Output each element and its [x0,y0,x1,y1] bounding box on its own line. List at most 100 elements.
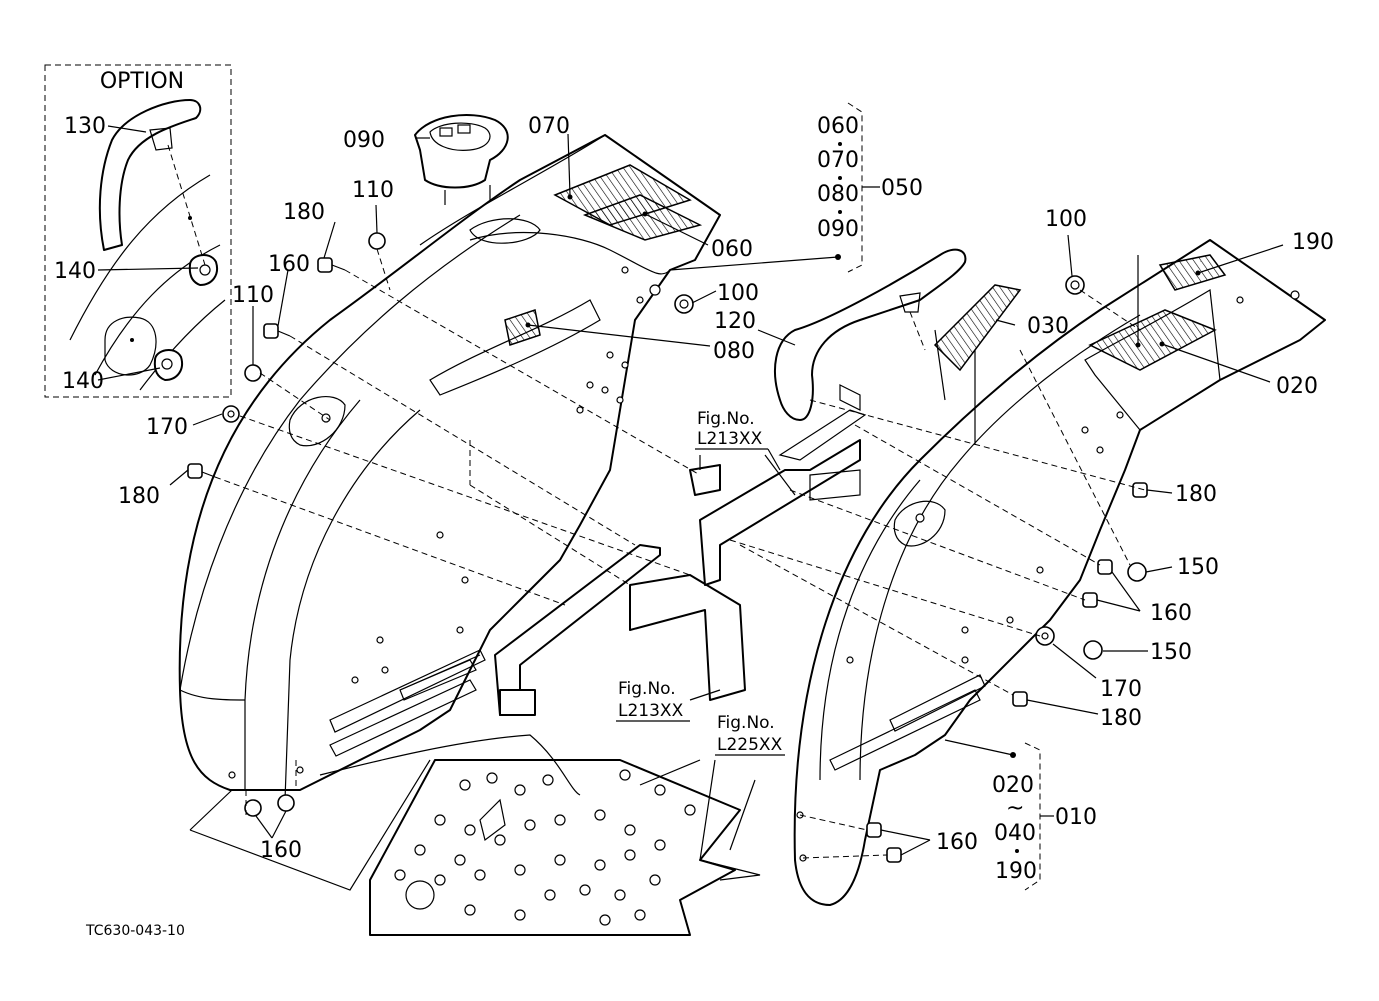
fig-ref-2-code: L213XX [618,701,684,721]
left-deck-edge [419,134,721,246]
option-box: OPTION 130 140 140 [44,64,232,398]
group-010-bracket [1024,742,1041,891]
option-box-border [44,64,232,398]
callout-160-left: 160 [268,252,310,277]
callout-110-lower: 110 [232,283,274,308]
right-slot-2 [829,689,981,771]
option-pocket [104,316,157,376]
callout-150-lower: 150 [1150,640,1192,665]
left-deck-line [469,232,671,275]
armrest-130-shape [98,99,202,251]
figure-reference-1: Fig.No. L213XX [695,409,781,471]
left-cup-recess [469,218,541,244]
callout-060: 060 [711,237,753,262]
plug-110-upper [368,232,386,250]
callout-100-left: 100 [717,281,759,306]
option-fender-arc-1 [69,174,211,341]
group-010-item-3: 190 [995,859,1037,884]
callout-100-right: 100 [1045,207,1087,232]
left-fender-holes [228,266,661,779]
left-fender-body [178,134,721,791]
callout-070: 070 [528,114,570,139]
fig-ref-3-code: L225XX [717,735,783,755]
callout-120: 120 [714,309,756,334]
nut-150-upper [1127,562,1147,582]
cup-holder-090 [414,114,509,205]
label-030 [933,284,1022,372]
label-190 [1158,254,1227,291]
callout-090: 090 [343,128,385,153]
bolt-160-right-a [1097,559,1113,575]
nut-150-lower [1083,640,1103,660]
group-050-label: 050 [881,176,923,201]
bracket-right-box [809,469,861,501]
drawing-code: TC630-043-10 [85,923,185,939]
left-slot-2 [329,679,477,757]
right-pocket [893,500,946,547]
group-050-bracket [847,102,863,273]
group-010: 020 ~ 040 190 010 [992,742,1097,891]
option-fender-arc-3 [139,299,226,391]
bracket-center [629,574,746,701]
option-title: OPTION [100,69,184,94]
callout-170-right: 170 [1100,677,1142,702]
right-fender-crease-2 [819,479,921,781]
callout-190: 190 [1292,230,1334,255]
bolt-180-right-upper [1132,482,1148,498]
group-050-item-2: 070 [817,148,859,173]
left-slot-1 [329,649,486,733]
bracket-right-arm [699,439,861,586]
bolt-180-upper-left [317,257,346,273]
floor-plate-holes [394,769,696,926]
callout-160-bottom-left: 160 [260,838,302,863]
group-010-item-2: 040 [994,821,1036,846]
mounting-brackets [494,409,867,716]
callout-180-lower-left: 180 [118,484,160,509]
figure-reference-3: Fig.No. L225XX [715,713,785,756]
bolt-180-right-lower [1012,691,1028,707]
right-slot-1 [889,674,986,732]
callout-150-upper: 150 [1177,555,1219,580]
bracket-mid-top [689,464,721,496]
floor-plate [369,759,741,936]
callout-020: 020 [1276,374,1318,399]
group-050-item-4: 090 [817,217,859,242]
label-060 [582,194,703,241]
armrest-120 [774,248,967,421]
bolt-180-lower-left [187,463,216,479]
bracket-right-top [778,409,867,461]
left-fender-crease-1 [179,214,521,691]
right-fender-crease-1 [859,314,1141,781]
callout-080: 080 [713,339,755,364]
callout-130: 130 [64,114,106,139]
figure-reference-2: Fig.No. L213XX [616,679,690,722]
callout-160-right: 160 [1150,601,1192,626]
group-010-label: 010 [1055,805,1097,830]
left-slot-3 [399,659,477,701]
right-fender-holes [796,290,1300,862]
floor-plate-bracket [479,798,506,842]
bolt-160-bottom-left [244,794,295,817]
left-pocket [288,396,346,447]
fig-ref-3-title: Fig.No. [717,713,775,733]
group-050: 060 070 080 090 050 [817,102,923,273]
bolt-160-bottom-right [866,822,902,863]
callout-140-lower: 140 [62,369,104,394]
callout-030: 030 [1027,314,1069,339]
bracket-left-foot [499,689,536,716]
group-010-tilde: ~ [1006,796,1024,821]
label-080 [504,309,541,346]
callout-160-bottom-right: 160 [936,830,978,855]
left-fender-bottom-edge [179,689,246,701]
callout-140-upper: 140 [54,259,96,284]
fig-ref-1-title: Fig.No. [697,409,755,429]
hardware [187,232,1148,891]
bolt-160-left [263,323,291,339]
bolt-160-right-b [1082,592,1098,608]
callout-110-upper: 110 [352,178,394,203]
callout-180-right-lower: 180 [1100,706,1142,731]
callout-170-left: 170 [146,415,188,440]
label-020 [1088,309,1217,371]
group-050-item-3: 080 [817,182,859,207]
